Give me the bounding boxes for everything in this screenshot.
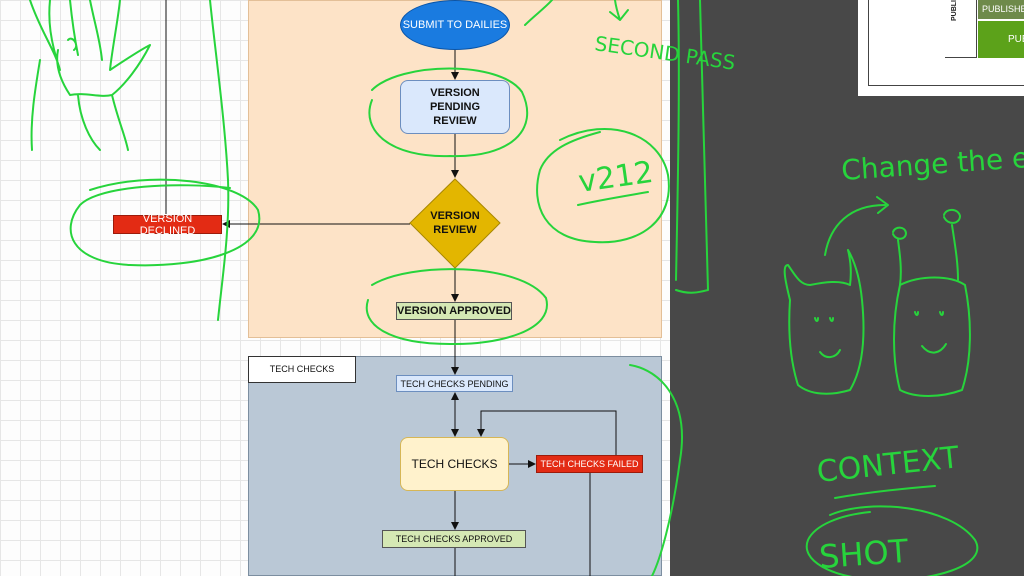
version-review-swimlane[interactable]: [248, 0, 662, 338]
version-pending-review-node[interactable]: VERSION PENDING REVIEW: [400, 80, 510, 134]
tech-checks-pending-node[interactable]: TECH CHECKS PENDING: [396, 375, 513, 392]
publish-lane-label: PUBLI: [945, 0, 977, 58]
tech-checks-swimlane-label: TECH CHECKS: [248, 356, 356, 383]
publish-top-node[interactable]: PUBLISHE: [978, 0, 1024, 20]
publish-bottom-node[interactable]: PUB: [978, 21, 1024, 58]
tech-checks-approved-node[interactable]: TECH CHECKS APPROVED: [382, 530, 526, 548]
tech-checks-node[interactable]: TECH CHECKS: [400, 437, 509, 491]
publish-panel-frame: [868, 0, 1024, 86]
submit-to-dailies-node[interactable]: SUBMIT TO DAILIES: [400, 0, 510, 50]
publish-lane-label-text: PUBLI: [951, 0, 958, 21]
version-approved-node[interactable]: VERSION APPROVED: [396, 302, 512, 320]
version-declined-node[interactable]: VERSION DECLINED: [113, 213, 222, 237]
tech-checks-failed-node[interactable]: TECH CHECKS FAILED: [536, 455, 643, 473]
version-review-node[interactable]: VERSION REVIEW: [430, 210, 480, 236]
